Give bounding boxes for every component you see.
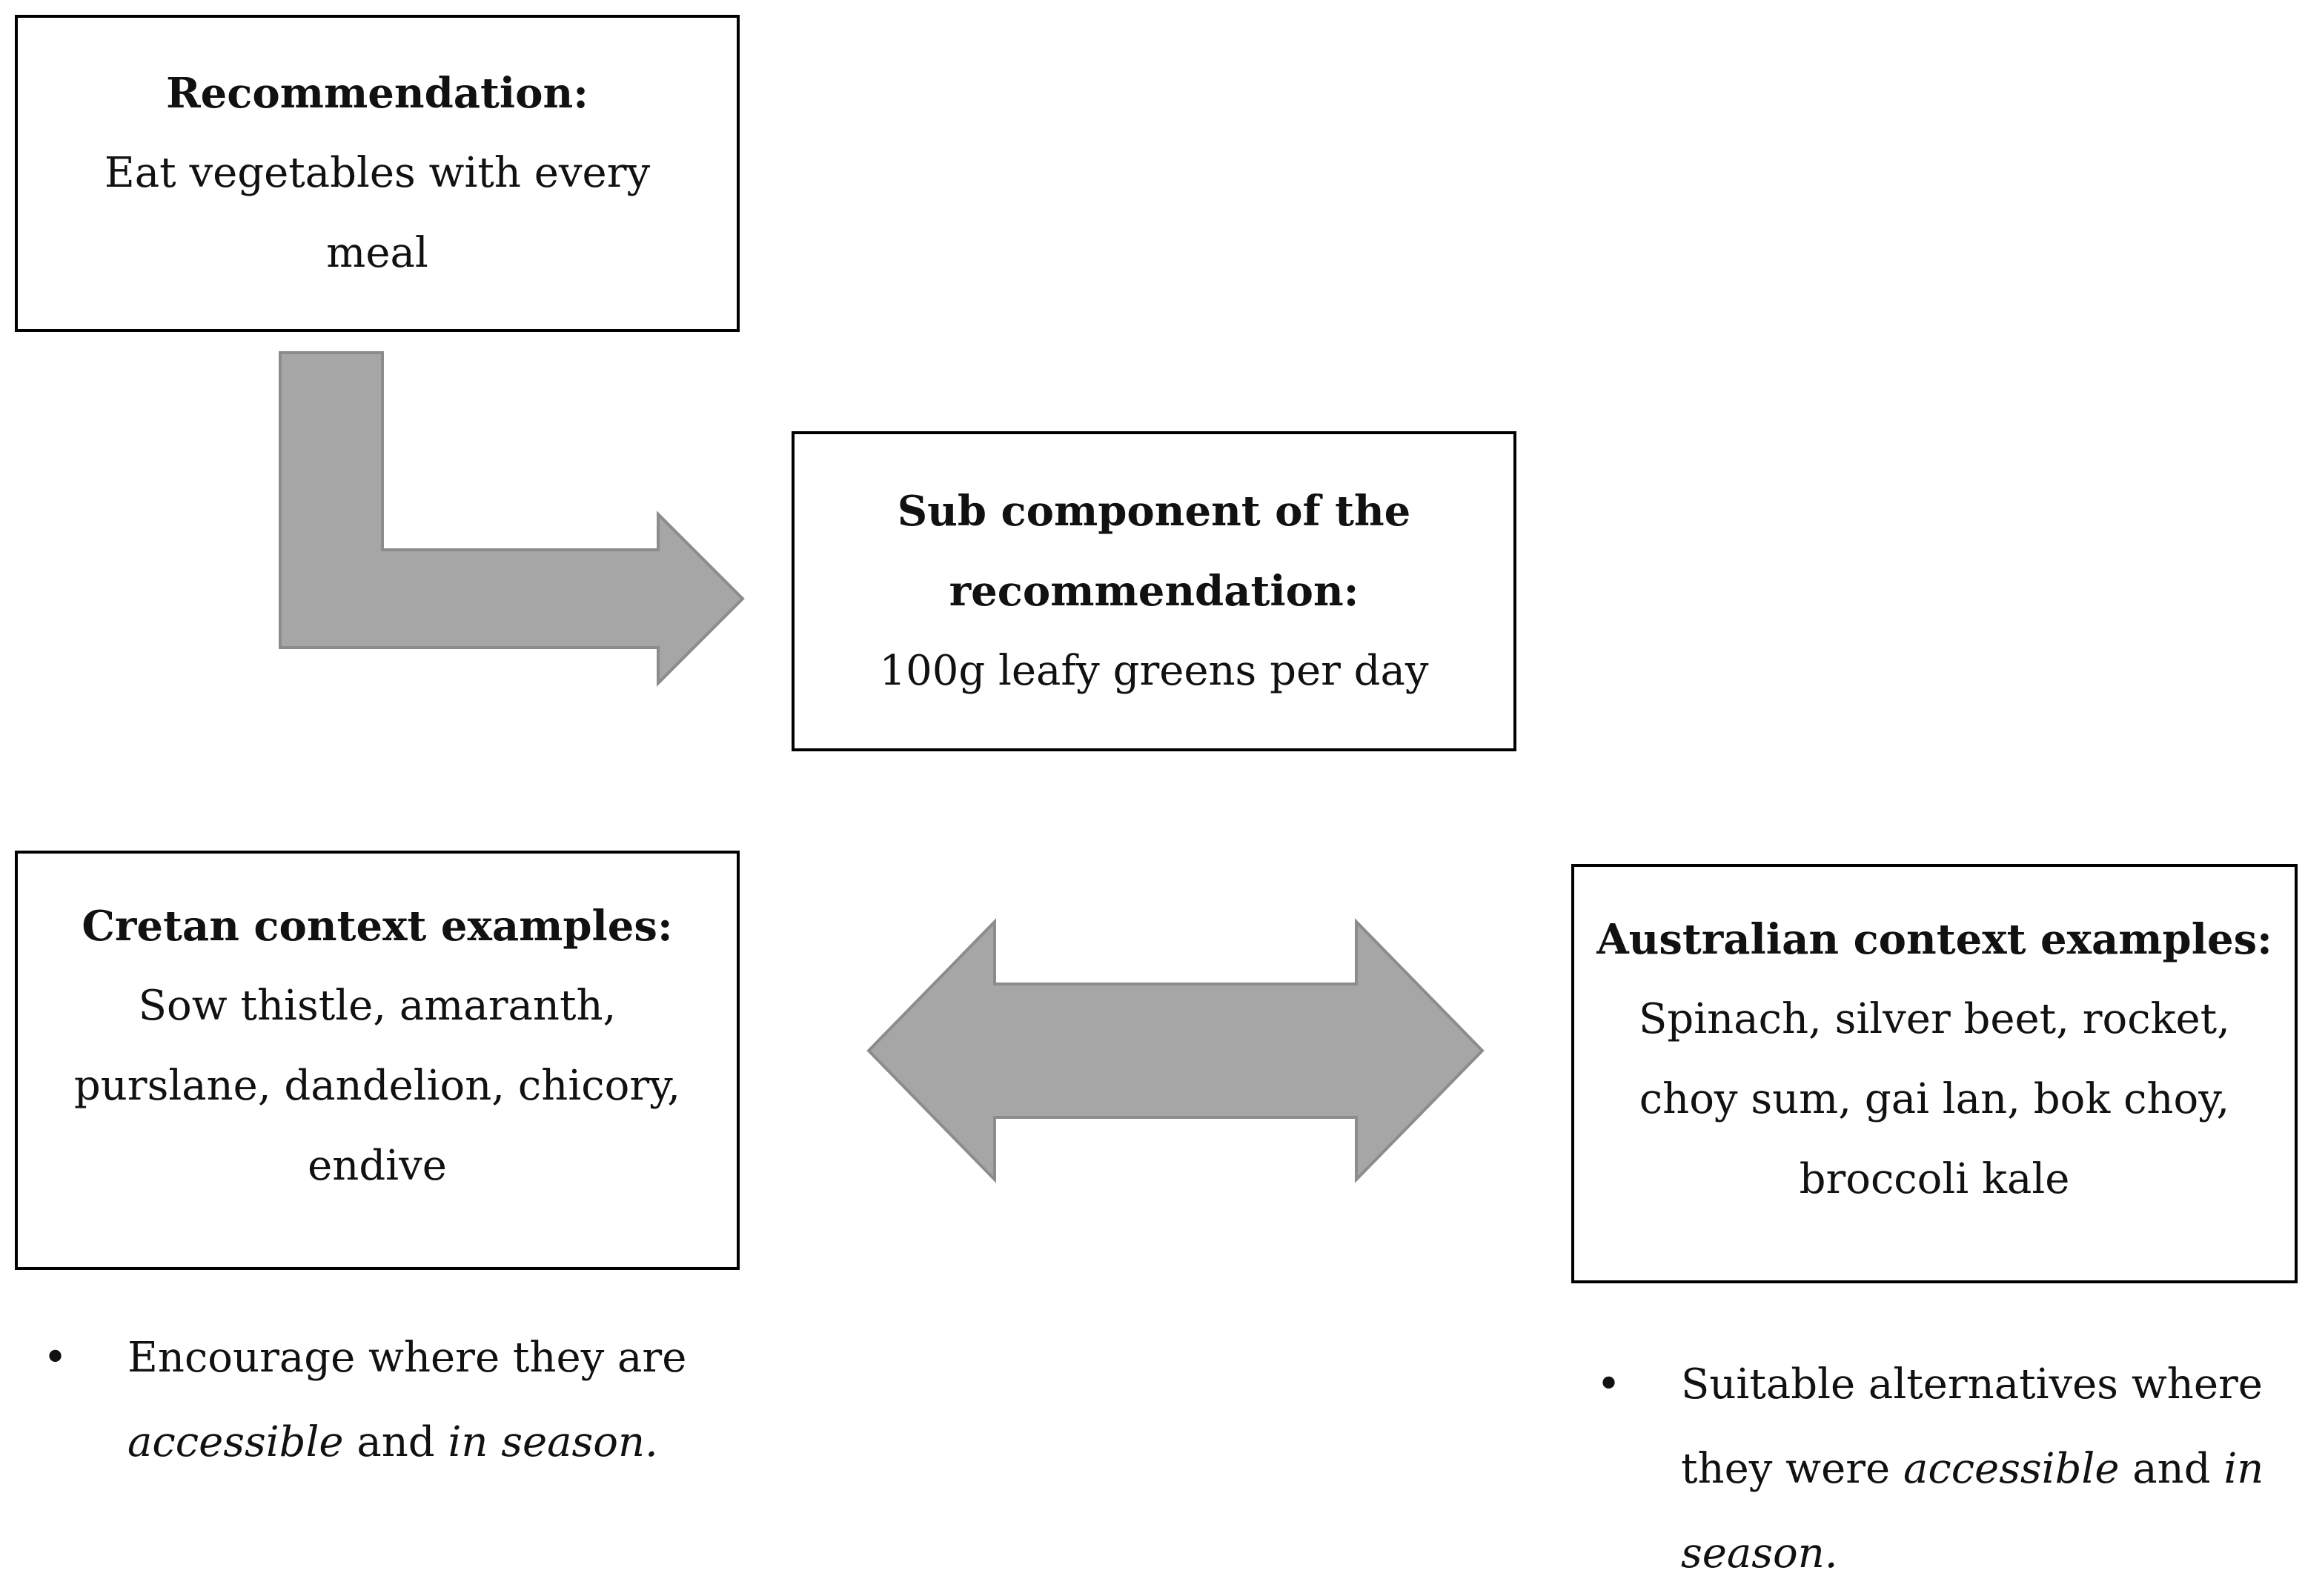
australian-title: Australian context examples: — [1596, 915, 2272, 964]
australian-context-box: Australian context examples: Spinach, si… — [1571, 864, 2298, 1283]
australian-note-text: Suitable alternatives where they were ac… — [1681, 1343, 2293, 1596]
cretan-note-text: Encourage where they are accessible and … — [127, 1316, 710, 1485]
australian-note-part-2b: and — [2119, 1445, 2224, 1493]
cretan-note: • Encourage where they are accessible an… — [43, 1316, 710, 1485]
australian-note: • Suitable alternatives where they were … — [1596, 1343, 2293, 1596]
subcomponent-title-line-1: Sub component of the — [897, 487, 1411, 536]
cretan-line-1: Sow thistle, amaranth, — [138, 982, 617, 1030]
bullet-icon: • — [1596, 1360, 1622, 1409]
cretan-context-box: Cretan context examples: Sow thistle, am… — [15, 851, 740, 1270]
cretan-line-3: endive — [308, 1142, 447, 1190]
cretan-note-italic-1: accessible — [127, 1418, 344, 1466]
australian-line-1: Spinach, silver beet, rocket, — [1639, 995, 2230, 1043]
cretan-line-2: purslane, dandelion, chicory, — [73, 1062, 681, 1110]
subcomponent-box: Sub component of the recommendation: 100… — [792, 431, 1516, 751]
australian-line-3: broccoli kale — [1799, 1155, 2070, 1203]
australian-line-2: choy sum, gai lan, bok choy, — [1639, 1075, 2230, 1123]
subcomponent-body: 100g leafy greens per day — [879, 647, 1429, 695]
double-arrow-shape — [866, 918, 1485, 1183]
recommendation-box: Recommendation: Eat vegetables with ever… — [15, 15, 740, 332]
australian-note-italic-2b: season. — [1681, 1529, 1838, 1577]
cretan-note-part-1: Encourage where they are — [127, 1334, 687, 1382]
recommendation-title: Recommendation: — [166, 69, 588, 118]
australian-note-part-1: Suitable alternatives where — [1681, 1360, 2263, 1409]
subcomponent-title-line-2: recommendation: — [949, 567, 1359, 616]
cretan-note-part-2: and — [343, 1418, 448, 1466]
recommendation-line-1: Eat vegetables with every — [104, 149, 651, 197]
cretan-title: Cretan context examples: — [82, 902, 673, 951]
cretan-note-italic-2: in season. — [448, 1418, 658, 1466]
recommendation-line-2: meal — [326, 229, 428, 277]
australian-note-italic-2a: in — [2223, 1445, 2264, 1493]
bullet-icon: • — [43, 1334, 68, 1382]
australian-note-italic-1: accessible — [1903, 1445, 2120, 1493]
australian-note-part-2a: they were — [1681, 1445, 1903, 1493]
bent-arrow-shape — [279, 351, 745, 687]
